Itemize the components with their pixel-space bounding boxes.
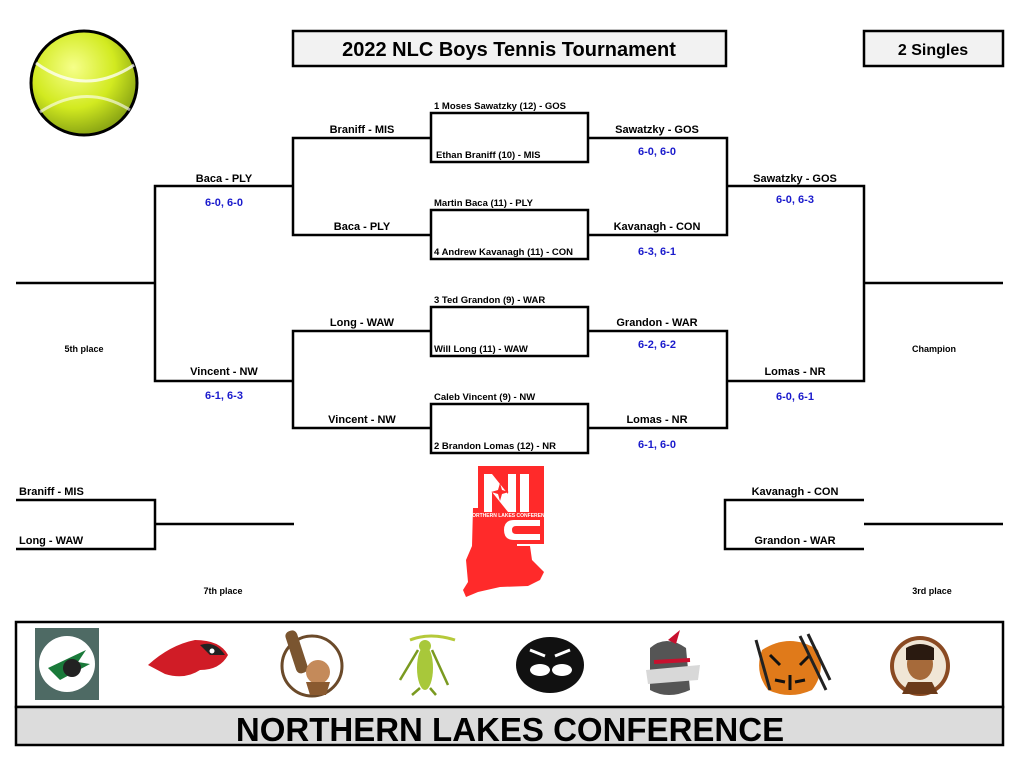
viking-mascot-icon [646, 630, 700, 695]
bracket-lines [16, 111, 1003, 551]
fifth-place-label: 5th place [64, 344, 103, 354]
seventh-place-label: 7th place [203, 586, 242, 596]
winner-m4-score: 6-1, 6-0 [638, 439, 676, 451]
consolation-winner-top-name: Baca - PLY [196, 173, 253, 185]
seed-m4-top: Caleb Vincent (9) - NW [434, 392, 535, 403]
seventh-top-name: Braniff - MIS [19, 486, 84, 498]
consolation-winner-bottom-name: Vincent - NW [190, 366, 258, 378]
consolation-winner-bottom-score: 6-1, 6-3 [205, 390, 243, 402]
seed-m3-bottom: Will Long (11) - WAW [434, 344, 528, 355]
consolation-m2-top: Long - WAW [330, 317, 395, 329]
title-box [291, 29, 728, 68]
finalist-bottom-name: Lomas - NR [764, 366, 825, 378]
division-label: 2 Singles [898, 42, 968, 59]
seed-m1-top: 1 Moses Sawatzky (12) - GOS [434, 101, 566, 112]
nlc-logo: NORTHERN LAKES CONFERENCE [463, 466, 552, 597]
winner-m1-score: 6-0, 6-0 [638, 146, 676, 158]
seventh-bottom-name: Long - WAW [19, 535, 84, 547]
third-place-label: 3rd place [912, 586, 952, 596]
consolation-m1-top: Braniff - MIS [330, 124, 395, 136]
winner-m2-name: Kavanagh - CON [614, 221, 701, 233]
seed-m1-bottom: Ethan Braniff (10) - MIS [436, 150, 541, 161]
seed-m2-top: Martin Baca (11) - PLY [434, 198, 534, 209]
nlc-logo-text: NORTHERN LAKES CONFERENCE [468, 513, 552, 519]
finalist-top-score: 6-0, 6-3 [776, 194, 814, 206]
northwood-mascot-icon [35, 628, 99, 700]
champion-label: Champion [912, 344, 956, 354]
tennis-ball-icon [29, 29, 139, 137]
grasshopper-mascot-icon [398, 634, 456, 696]
seed-m3-top: 3 Ted Grandon (9) - WAR [434, 295, 545, 306]
winner-m3-name: Grandon - WAR [616, 317, 697, 329]
tiger-mascot-icon [754, 633, 832, 695]
third-top-name: Kavanagh - CON [752, 486, 839, 498]
page-title: 2022 NLC Boys Tennis Tournament [342, 39, 676, 61]
redhawk-mascot-icon [148, 640, 228, 677]
banner-bar [14, 705, 1005, 747]
conference-banner: NORTHERN LAKES CONFERENCE [236, 711, 784, 748]
winner-m3-score: 6-2, 6-2 [638, 339, 676, 351]
winner-m2-score: 6-3, 6-1 [638, 246, 676, 258]
winner-m4-name: Lomas - NR [626, 414, 687, 426]
seed-m2-bottom: 4 Andrew Kavanagh (11) - CON [434, 247, 573, 258]
indian-chief-mascot-icon [890, 636, 950, 696]
consolation-m1-bottom: Baca - PLY [334, 221, 391, 233]
finalist-top-name: Sawatzky - GOS [753, 173, 837, 185]
caveman-mascot-icon [280, 630, 344, 698]
division-box [862, 29, 1005, 68]
winner-m1-name: Sawatzky - GOS [615, 124, 699, 136]
seed-m4-bottom: 2 Brandon Lomas (12) - NR [434, 441, 556, 452]
consolation-winner-top-score: 6-0, 6-0 [205, 197, 243, 209]
consolation-m2-bottom: Vincent - NW [328, 414, 396, 426]
third-bottom-name: Grandon - WAR [754, 535, 835, 547]
finalist-bottom-score: 6-0, 6-1 [776, 391, 814, 403]
panther-mascot-icon [516, 637, 584, 693]
